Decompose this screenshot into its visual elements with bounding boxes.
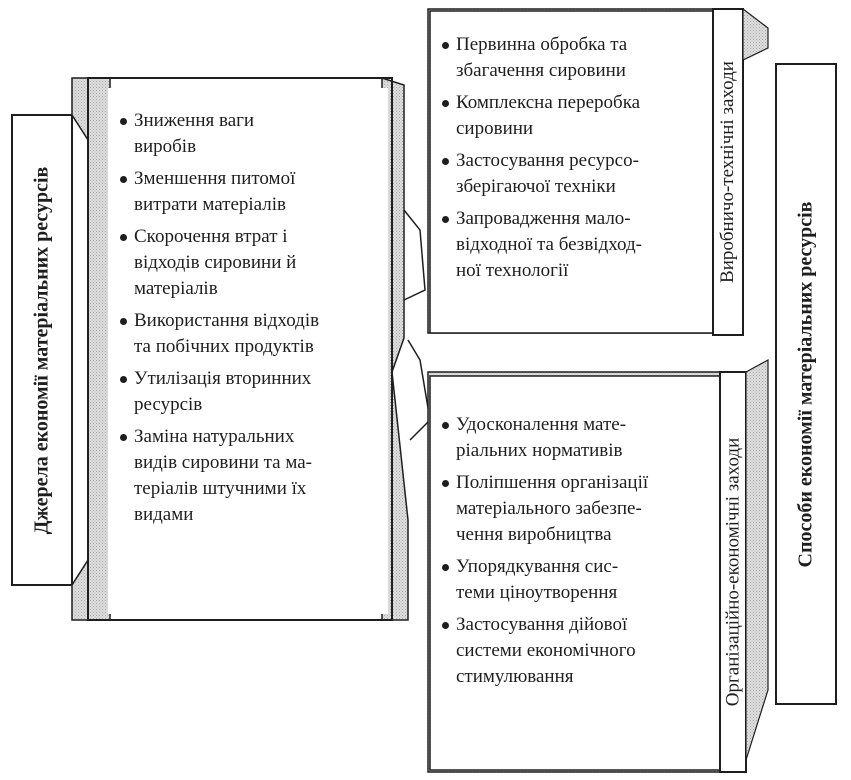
bullet-icon bbox=[442, 422, 449, 429]
economic-vertical-label: Організаційно-економічні заходи bbox=[720, 372, 746, 772]
list-item: Удосконалення мате-ріальних нормативів bbox=[440, 412, 716, 464]
bullet-icon bbox=[120, 234, 127, 241]
bullet-icon bbox=[442, 42, 449, 49]
left-vertical-label: Джерела економії матеріальних ресурсів bbox=[12, 115, 72, 585]
connector-top bbox=[403, 209, 426, 301]
list-item: Застосування ресурсо-зберігаючої техніки bbox=[440, 148, 710, 200]
bullet-icon bbox=[120, 176, 127, 183]
bullet-icon bbox=[442, 158, 449, 165]
right-vertical-label-text: Способи економії матеріальних ресурсів bbox=[794, 201, 817, 567]
list-item: Упорядкування сис-теми ціноутворення bbox=[440, 554, 716, 606]
bullet-icon bbox=[442, 622, 449, 629]
list-item: Запровадження мало-відходної та безвідхо… bbox=[440, 206, 710, 284]
right-label-box bbox=[775, 63, 837, 705]
sources-box bbox=[71, 76, 409, 621]
left-label-box bbox=[11, 114, 73, 586]
technical-vertical-label: Виробничо-технічні заходи bbox=[713, 9, 743, 335]
technical-box bbox=[427, 7, 769, 336]
bullet-icon bbox=[120, 434, 127, 441]
economic-vertical-label-text: Організаційно-економічні заходи bbox=[722, 437, 744, 707]
economic-box bbox=[427, 358, 769, 773]
technical-vertical-label-text: Виробничо-технічні заходи bbox=[717, 61, 739, 283]
bullet-icon bbox=[442, 216, 449, 223]
bullet-icon bbox=[442, 100, 449, 107]
bullet-icon bbox=[120, 376, 127, 383]
right-vertical-label: Способи економії матеріальних ресурсів bbox=[776, 64, 836, 704]
bullet-icon bbox=[120, 118, 127, 125]
bullet-icon bbox=[442, 564, 449, 571]
connector-bottom bbox=[407, 339, 431, 441]
bullet-icon bbox=[442, 480, 449, 487]
left-vertical-label-text: Джерела економії матеріальних ресурсів bbox=[30, 166, 53, 534]
economic-measures-list: Удосконалення мате-ріальних нормативів П… bbox=[440, 412, 716, 696]
bullet-icon bbox=[120, 318, 127, 325]
